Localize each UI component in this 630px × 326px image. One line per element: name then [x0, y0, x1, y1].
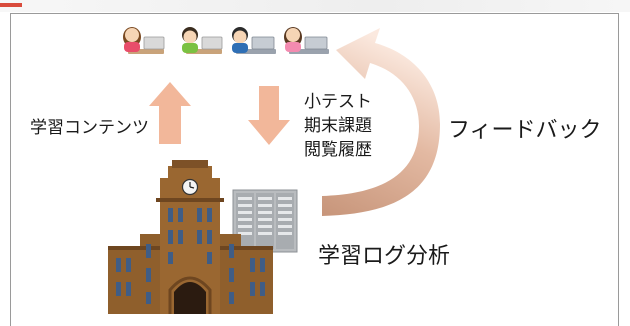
top-strip: [0, 0, 630, 12]
feedback-arrow: [322, 28, 440, 216]
top-strip-accent: [0, 3, 22, 7]
uploads-list: 小テスト 期末課題 閲覧履歴: [304, 90, 372, 162]
content-label: 学習コンテンツ: [30, 118, 149, 138]
student-boy-icon: [182, 27, 223, 54]
feedback-label: フィードバック: [448, 118, 602, 143]
upload-item-view-history: 閲覧履歴: [304, 140, 372, 160]
log-analysis-label: 学習ログ分析: [318, 244, 451, 269]
student-boy-icon: [232, 27, 276, 54]
diagram-frame: [10, 13, 619, 326]
student-girl-icon: [284, 27, 329, 54]
student-girl-icon: [123, 27, 165, 54]
upload-item-quiz: 小テスト: [304, 92, 372, 112]
content-up-arrow: [149, 82, 191, 144]
server-rack-icon: [232, 189, 298, 253]
upload-item-final-assignment: 期末課題: [304, 116, 372, 136]
university-building-icon: [108, 160, 273, 314]
uploads-down-arrow: [248, 86, 290, 145]
